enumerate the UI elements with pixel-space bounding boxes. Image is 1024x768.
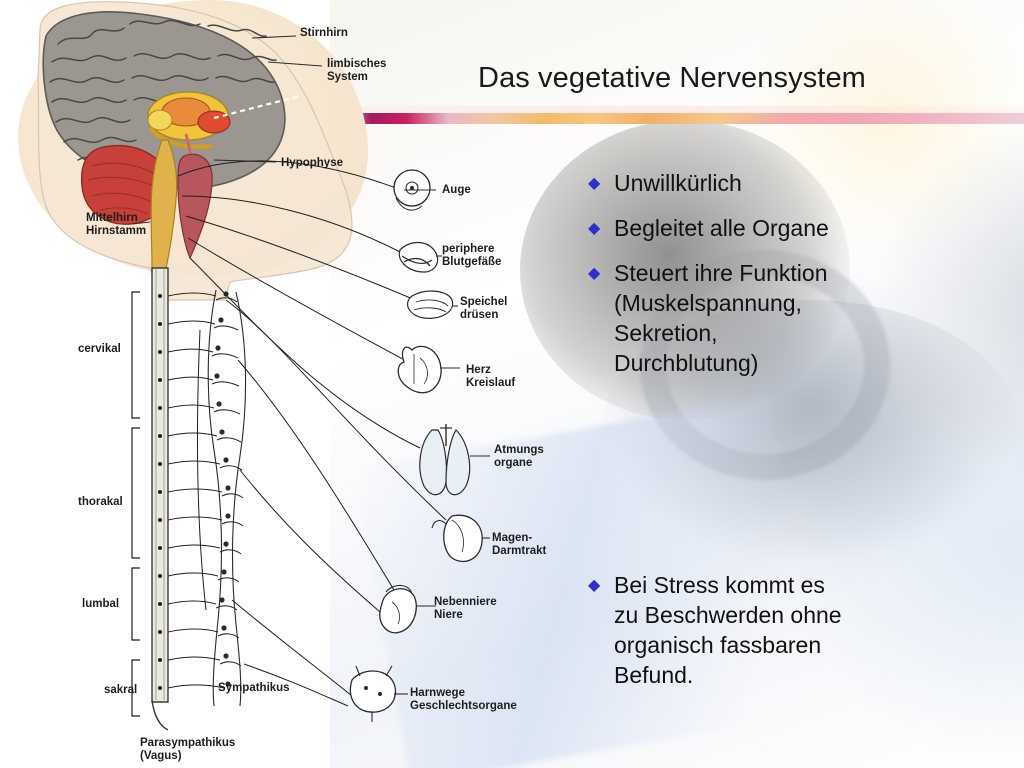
- bullet-marker-icon: ◆: [588, 265, 601, 282]
- organ-lungs: [419, 424, 471, 496]
- limbic-system-structures: [147, 91, 301, 269]
- figure-label-mittelhirn-hirnstamm: Mittelhirn Hirnstamm: [86, 212, 147, 237]
- organ-eye: [393, 169, 431, 211]
- nerve-fibres-spinal: [158, 292, 225, 690]
- organ-heart: [397, 345, 442, 394]
- bullet-text: Begleitet alle Organe: [614, 215, 829, 241]
- bullet-marker-icon: ◆: [588, 220, 601, 237]
- figure-label-lumbal: lumbal: [82, 598, 120, 610]
- figure-label-nebenniere-niere: Nebenniere Niere: [434, 596, 497, 621]
- organ-salivary-glands: [407, 290, 454, 319]
- organ-stomach-intestine: [431, 514, 483, 563]
- bullet-list-secondary: ◆ Bei Stress kommt es zu Beschwerden ohn…: [588, 570, 968, 704]
- list-item: ◆ Begleitet alle Organe: [588, 213, 988, 244]
- organ-bladder-urogenital: [349, 665, 397, 722]
- figure-label-parasympathikus-vagus: Parasympathikus (Vagus): [140, 737, 236, 762]
- list-item: ◆ Unwillkürlich: [588, 168, 988, 199]
- diagram-svg: [37, 1, 490, 731]
- organ-nerve-paths: [177, 160, 447, 707]
- segment-brackets: [131, 291, 140, 717]
- bullet-text: Bei Stress kommt es zu Beschwerden ohne …: [614, 572, 842, 688]
- figure-label-thorakal: thorakal: [78, 496, 123, 508]
- sympathetic-chain: [207, 289, 247, 707]
- figure-label-speicheldruesen: Speichel drüsen: [460, 296, 508, 321]
- bullet-text: Steuert ihre Funktion (Muskelspannung, S…: [614, 260, 828, 376]
- bullet-list-primary: ◆ Unwillkürlich ◆ Begleitet alle Organe …: [588, 168, 988, 392]
- list-item: ◆ Bei Stress kommt es zu Beschwerden ohn…: [588, 570, 968, 690]
- bullet-text: Unwillkürlich: [614, 170, 742, 196]
- bullet-marker-icon: ◆: [588, 175, 601, 192]
- page-title: Das vegetative Nervensystem: [478, 62, 866, 94]
- list-item: ◆ Steuert ihre Funktion (Muskelspannung,…: [588, 258, 988, 378]
- figure-label-harnwege-geschlechtsorgane: Harnwege Geschlechtsorgane: [410, 687, 517, 712]
- figure-label-auge: Auge: [442, 184, 471, 196]
- title-underline-bar: [330, 113, 1024, 124]
- figure-label-atmungsorgane: Atmungs organe: [494, 444, 544, 469]
- figure-label-periphere-blutgefaesse: periphere Blutgefäße: [442, 243, 502, 268]
- label-leader-lines: [131, 35, 490, 695]
- figure-label-sympathikus: Sympathikus: [218, 682, 290, 694]
- figure-label-sakral: sakral: [104, 684, 138, 696]
- figure-label-limbisches-system: limbisches System: [327, 58, 387, 83]
- figure-label-cervikal: cervikal: [78, 343, 121, 355]
- organ-blood-vessels: [398, 241, 439, 273]
- anatomical-diagram: Stirnhirn limbisches System Hypophyse Mi…: [18, 0, 547, 762]
- title-rule-soft: [330, 106, 1024, 113]
- figure-label-herz-kreislauf: Herz Kreislauf: [466, 364, 516, 389]
- figure-label-hypophyse: Hypophyse: [281, 157, 343, 169]
- spinal-cord: [151, 267, 169, 731]
- figure-label-stirnhirn: Stirnhirn: [300, 27, 348, 39]
- bullet-marker-icon: ◆: [588, 577, 601, 594]
- figure-label-magen-darmtrakt: Magen- Darmtrakt: [492, 532, 547, 557]
- organ-adrenal-kidney: [379, 584, 417, 634]
